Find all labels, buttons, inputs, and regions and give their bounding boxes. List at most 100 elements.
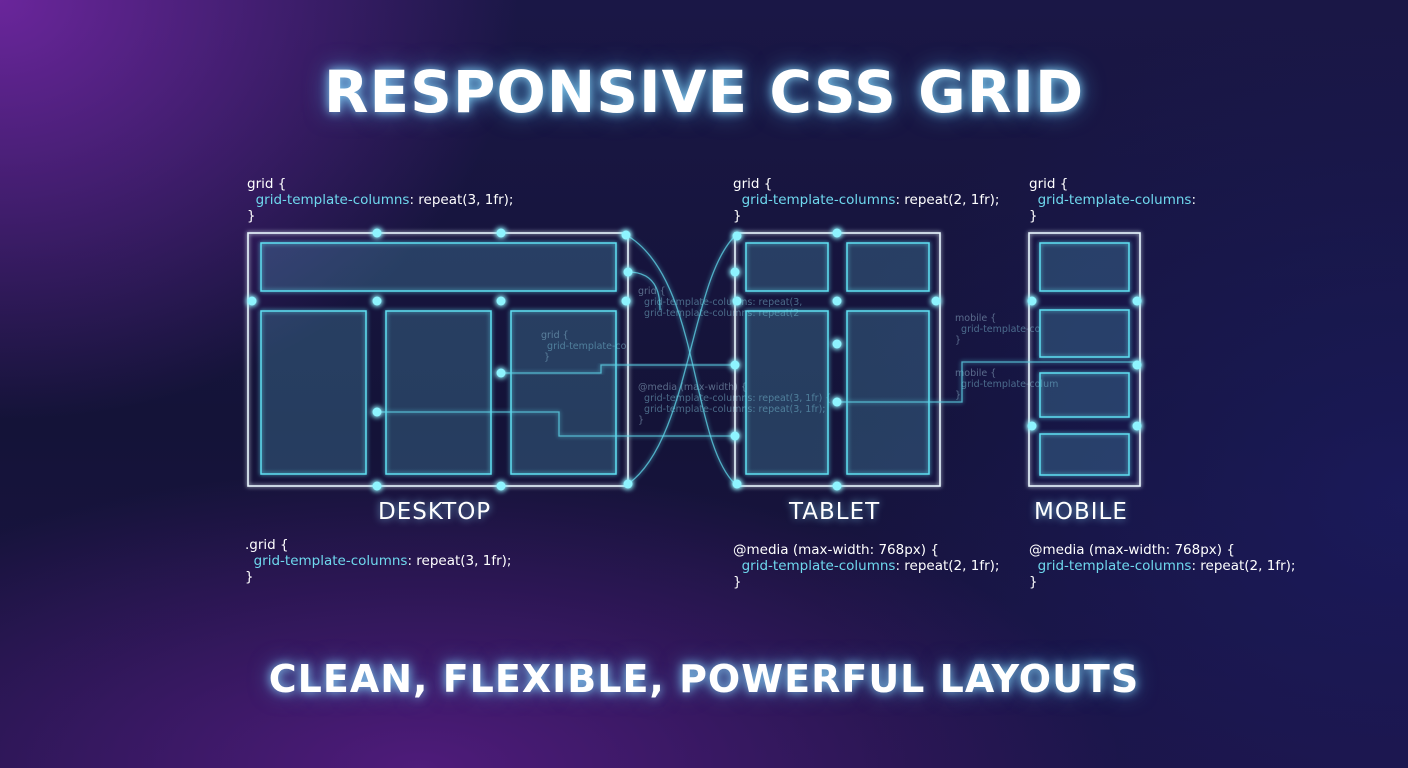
code-value: : repeat(2, 1fr); — [1191, 558, 1296, 574]
code-line: } — [733, 208, 742, 224]
node — [730, 360, 740, 370]
mobile-layout — [1028, 232, 1141, 487]
tablet-column-cell — [846, 310, 930, 475]
mobile-frame — [1028, 232, 1141, 487]
code-property: grid-template-columns — [1037, 558, 1192, 574]
node — [623, 479, 633, 489]
node — [832, 397, 842, 407]
code-line: } — [638, 415, 645, 426]
code-line: } — [1029, 574, 1038, 590]
code-property: grid-template-columns — [741, 558, 896, 574]
connector-wire — [627, 235, 736, 485]
node — [496, 296, 506, 306]
code-value: : repeat(3, 1fr); — [409, 192, 514, 208]
code-line: grid-template-columns: repeat(3, — [644, 297, 803, 308]
node — [732, 231, 742, 241]
desktop-layout — [247, 232, 629, 487]
node — [730, 267, 740, 277]
node — [496, 228, 506, 238]
desktop-code-top: grid { grid-template-columns: repeat(3, … — [247, 176, 513, 224]
node — [1132, 296, 1142, 306]
mobile-row-cell — [1039, 242, 1130, 292]
desktop-frame — [247, 232, 629, 487]
node — [1132, 421, 1142, 431]
tagline: CLEAN, FLEXIBLE, POWERFUL LAYOUTS — [268, 657, 1140, 701]
node — [1027, 296, 1037, 306]
tablet-header-cell — [846, 242, 930, 292]
code-line: @media (max-width: 768px) { — [733, 542, 939, 558]
code-line: } — [733, 574, 742, 590]
code-line: grid { — [247, 176, 287, 192]
node — [1027, 421, 1037, 431]
node — [372, 228, 382, 238]
node — [732, 296, 742, 306]
node — [832, 228, 842, 238]
faint-code-e: mobile { grid-template-colum } — [955, 368, 1058, 401]
code-line: grid { — [1029, 176, 1069, 192]
node — [1132, 360, 1142, 370]
tablet-code-bottom: @media (max-width: 768px) { grid-templat… — [733, 542, 999, 590]
node — [372, 296, 382, 306]
node — [372, 407, 382, 417]
code-line: .grid { — [245, 537, 289, 553]
connector-wire — [501, 364, 735, 374]
code-line: grid-template-colum — [961, 379, 1059, 390]
code-line: grid { — [638, 286, 666, 297]
node — [372, 481, 382, 491]
desktop-label: DESKTOP — [378, 499, 492, 525]
code-line: } — [247, 208, 256, 224]
desktop-column-cell — [385, 310, 492, 475]
mobile-code-top: grid { grid-template-columns: } — [1029, 176, 1196, 224]
node — [832, 339, 842, 349]
node — [730, 431, 740, 441]
node — [247, 296, 257, 306]
connector-wires — [377, 235, 1140, 485]
mobile-code-bottom: @media (max-width: 768px) { grid-templat… — [1029, 542, 1295, 590]
tablet-column-cell — [745, 310, 829, 475]
code-property: grid-template-columns — [253, 553, 408, 569]
connector-nodes — [247, 228, 1142, 491]
desktop-header-cell — [260, 242, 617, 292]
node — [496, 481, 506, 491]
node — [931, 296, 941, 306]
desktop-column-cell — [510, 310, 617, 475]
code-property: grid-template-columns — [1037, 192, 1192, 208]
connector-wire — [837, 361, 1140, 403]
code-line: } — [955, 335, 962, 346]
code-property: grid-template-columns — [741, 192, 896, 208]
node — [621, 230, 631, 240]
code-value: : repeat(2, 1fr); — [895, 192, 1000, 208]
code-value: : repeat(3, 1fr); — [407, 553, 512, 569]
connector-wire — [627, 271, 661, 311]
mobile-row-cell — [1039, 433, 1130, 476]
node — [496, 368, 506, 378]
node — [621, 296, 631, 306]
code-line: grid-template-co — [961, 324, 1041, 335]
connector-wire — [627, 235, 736, 485]
node — [832, 481, 842, 491]
code-line: } — [1029, 208, 1038, 224]
tablet-layout — [734, 232, 941, 487]
node — [732, 479, 742, 489]
tablet-label: TABLET — [789, 499, 881, 525]
mobile-row-cell — [1039, 372, 1130, 418]
node — [832, 296, 842, 306]
code-line: mobile { — [955, 368, 997, 379]
code-property: grid-template-columns — [255, 192, 410, 208]
mobile-label: MOBILE — [1034, 499, 1128, 525]
code-line: @media (max-width) { — [638, 382, 747, 393]
desktop-column-cell — [260, 310, 367, 475]
tablet-code-top: grid { grid-template-columns: repeat(2, … — [733, 176, 999, 224]
node — [623, 267, 633, 277]
mobile-row-cell — [1039, 309, 1130, 358]
code-line: grid { — [733, 176, 773, 192]
code-line: } — [955, 390, 962, 401]
tablet-header-cell — [745, 242, 829, 292]
code-line: mobile { — [955, 313, 997, 324]
desktop-code-bottom: .grid { grid-template-columns: repeat(3,… — [245, 537, 511, 585]
code-value: : repeat(2, 1fr); — [895, 558, 1000, 574]
code-line: } — [245, 569, 254, 585]
code-value: : — [1191, 192, 1197, 208]
faint-code-d: mobile { grid-template-co } — [955, 313, 1040, 346]
